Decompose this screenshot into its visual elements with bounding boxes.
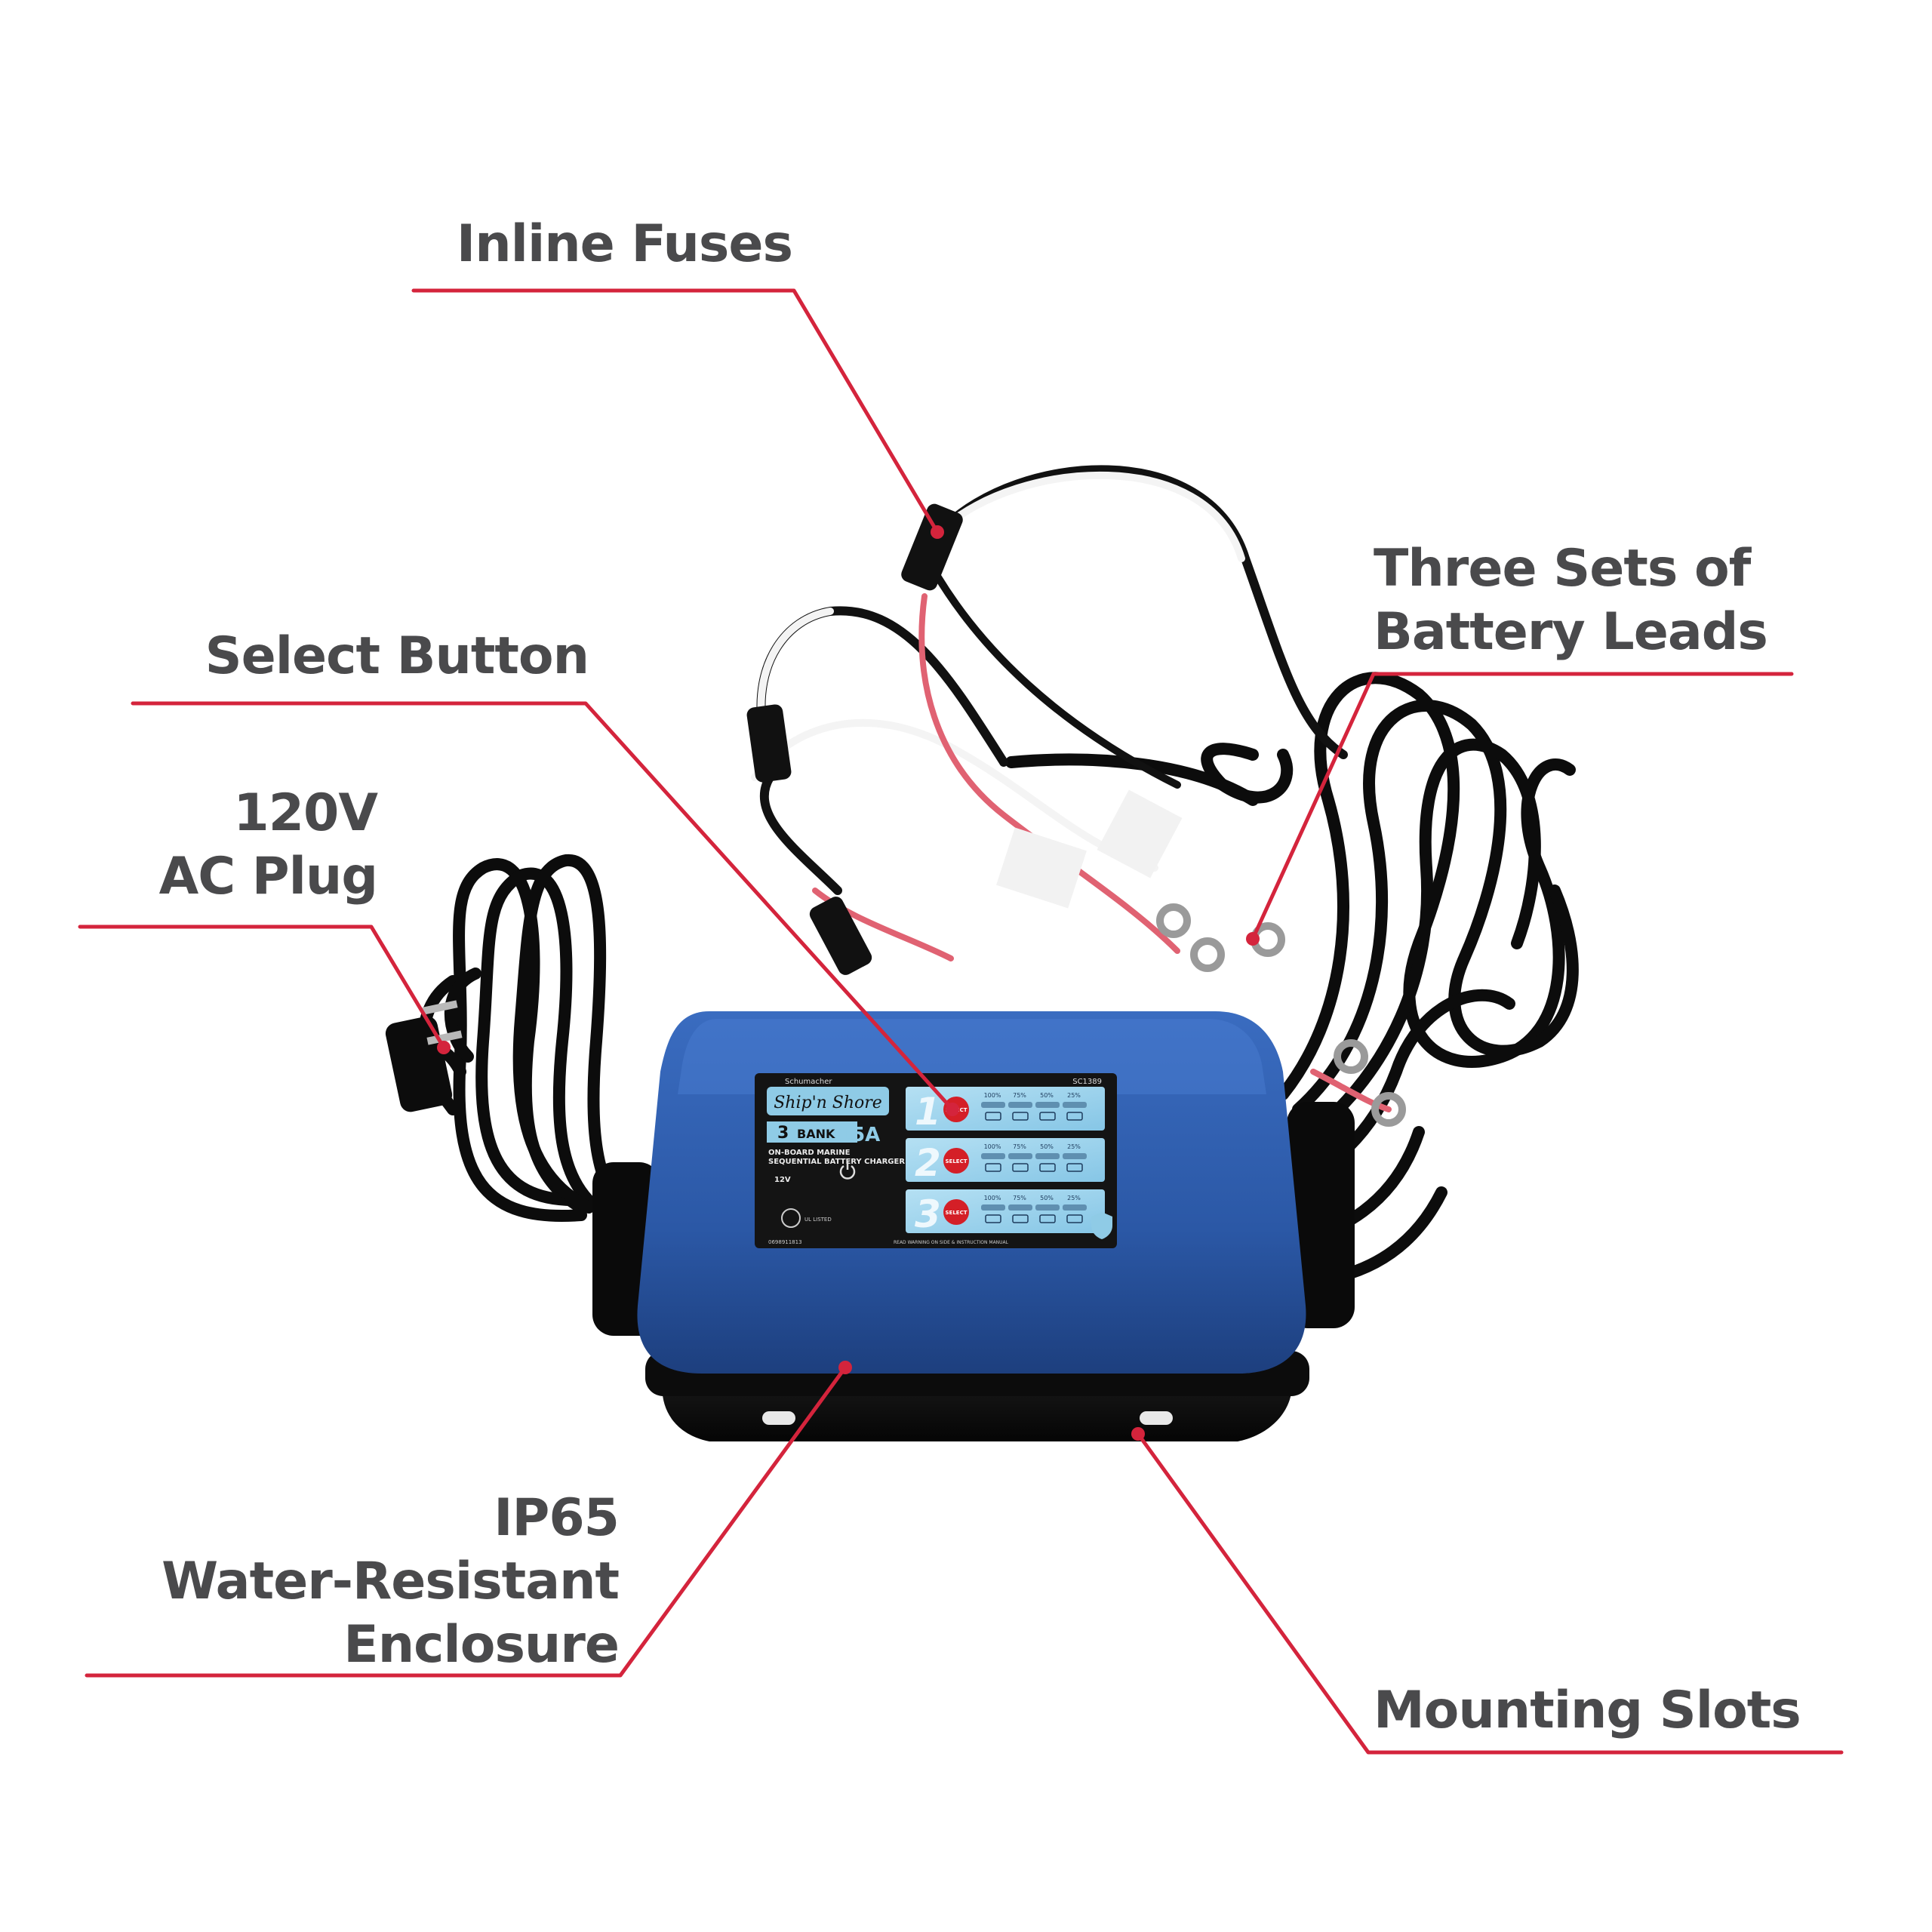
svg-text:Ship'n Shore: Ship'n Shore xyxy=(774,1094,882,1112)
level-indicator xyxy=(1063,1204,1087,1211)
bank-word: BANK xyxy=(797,1127,835,1141)
amperage: 15A xyxy=(838,1124,880,1146)
bank-rows: 1SELECT100%75%50%25%2SELECT100%75%50%25%… xyxy=(906,1087,1105,1236)
leader-lines xyxy=(78,288,1844,1755)
callout-line: Inline Fuses xyxy=(456,214,793,274)
battery-icon xyxy=(985,1112,1001,1121)
callout-line: 120V xyxy=(233,783,378,843)
select-button-2[interactable] xyxy=(943,1148,969,1174)
bank-number: 3 xyxy=(915,1192,941,1236)
leader-inline-fuses xyxy=(411,288,940,534)
listing-label: UL LISTED xyxy=(804,1217,832,1223)
description-line2: SEQUENTIAL BATTERY CHARGER xyxy=(768,1158,905,1166)
level-indicator xyxy=(1063,1102,1087,1108)
bank-row-3: 3 SELECT 100% 75% 50% 25% xyxy=(906,1189,1105,1236)
svg-text:Schumacher: Schumacher xyxy=(785,1078,832,1086)
select-button-label: SELECT xyxy=(946,1210,968,1216)
inline-fuse-holders xyxy=(746,503,963,975)
bank-number: 2 xyxy=(915,1141,941,1185)
model-number: SC1389 xyxy=(1072,1078,1102,1086)
shield-icon xyxy=(1091,1212,1112,1239)
battery-icon xyxy=(1066,1112,1083,1121)
callout-mounting-slots: Mounting Slots xyxy=(1374,1679,1801,1743)
level-indicator xyxy=(1008,1153,1032,1159)
level-indicator xyxy=(1035,1204,1060,1211)
ac-plug-icon xyxy=(385,1000,463,1112)
level-label: 25% xyxy=(1067,1092,1081,1099)
leader-mounting-slots xyxy=(1136,1432,1844,1755)
level-indicator xyxy=(1035,1102,1060,1108)
bank-row-2: 2 SELECT 100% 75% 50% 25% xyxy=(906,1138,1105,1185)
mounting-slots xyxy=(762,1411,1173,1425)
battery-icon xyxy=(1066,1163,1083,1172)
callout-line: AC Plug xyxy=(158,847,378,906)
callout-line: IP65 xyxy=(494,1488,620,1548)
leader-enclosure xyxy=(85,1365,848,1678)
battery-icon xyxy=(1012,1112,1029,1121)
battery-icon xyxy=(1012,1163,1029,1172)
level-label: 100% xyxy=(984,1143,1001,1150)
select-button-label: SELECT xyxy=(946,1158,968,1164)
level-label: 75% xyxy=(1013,1092,1026,1099)
serial-number: 0698911813 xyxy=(768,1239,802,1245)
leader-dots xyxy=(437,525,1260,1441)
level-label: 75% xyxy=(1013,1195,1026,1201)
callout-line: Enclosure xyxy=(343,1615,620,1675)
callout-select-button: Select Button xyxy=(196,625,589,688)
leader-ac-plug xyxy=(78,924,446,1050)
bank-number: 1 xyxy=(915,1090,941,1134)
ring-terminals xyxy=(1156,903,1406,1127)
battery-icon xyxy=(1012,1214,1029,1223)
callout-line: Mounting Slots xyxy=(1374,1681,1801,1740)
level-label: 50% xyxy=(1040,1092,1054,1099)
callout-line: Three Sets of xyxy=(1374,539,1751,598)
level-indicator xyxy=(1035,1153,1060,1159)
select-button-3[interactable] xyxy=(943,1199,969,1225)
battery-icon xyxy=(1039,1163,1056,1172)
battery-icon xyxy=(1039,1112,1056,1121)
callout-line: Battery Leads xyxy=(1374,602,1768,662)
lead-tags xyxy=(996,789,1183,909)
battery-icon xyxy=(1066,1214,1083,1223)
level-label: 50% xyxy=(1040,1195,1054,1201)
leader-select-button xyxy=(131,701,955,1112)
level-indicator xyxy=(981,1102,1005,1108)
leader-battery-leads xyxy=(1251,672,1794,941)
battery-icon xyxy=(985,1163,1001,1172)
level-label: 100% xyxy=(984,1092,1001,1099)
battery-icon xyxy=(1039,1214,1056,1223)
level-label: 75% xyxy=(1013,1143,1026,1150)
bank-count: 3 xyxy=(777,1124,789,1143)
brand-logo: Ship'n Shore Schumacher xyxy=(767,1078,889,1115)
bank-badge: 3 BANK 15A xyxy=(767,1121,880,1146)
level-indicator xyxy=(1008,1102,1032,1108)
voltage-label: 12V xyxy=(774,1176,791,1184)
level-indicator xyxy=(981,1153,1005,1159)
callout-line: Water-Resistant xyxy=(162,1552,620,1611)
power-icon xyxy=(839,1161,856,1180)
level-label: 100% xyxy=(984,1195,1001,1201)
level-indicator xyxy=(1063,1153,1087,1159)
description-line1: ON-BOARD MARINE xyxy=(768,1149,851,1157)
level-indicator xyxy=(1008,1204,1032,1211)
battery-leads xyxy=(751,465,1392,1112)
level-label: 25% xyxy=(1067,1143,1081,1150)
bank-row-1: 1SELECT100%75%50%25% xyxy=(906,1087,1105,1134)
footer-note: READ WARNING ON SIDE & INSTRUCTION MANUA… xyxy=(894,1240,1009,1245)
callout-line: Select Button xyxy=(205,626,589,686)
certification-mark: UL LISTED xyxy=(781,1208,832,1228)
level-label: 25% xyxy=(1067,1195,1081,1201)
callout-inline-fuses: Inline Fuses xyxy=(408,213,793,276)
level-indicator xyxy=(981,1204,1005,1211)
level-label: 50% xyxy=(1040,1143,1054,1150)
battery-icon xyxy=(985,1214,1001,1223)
